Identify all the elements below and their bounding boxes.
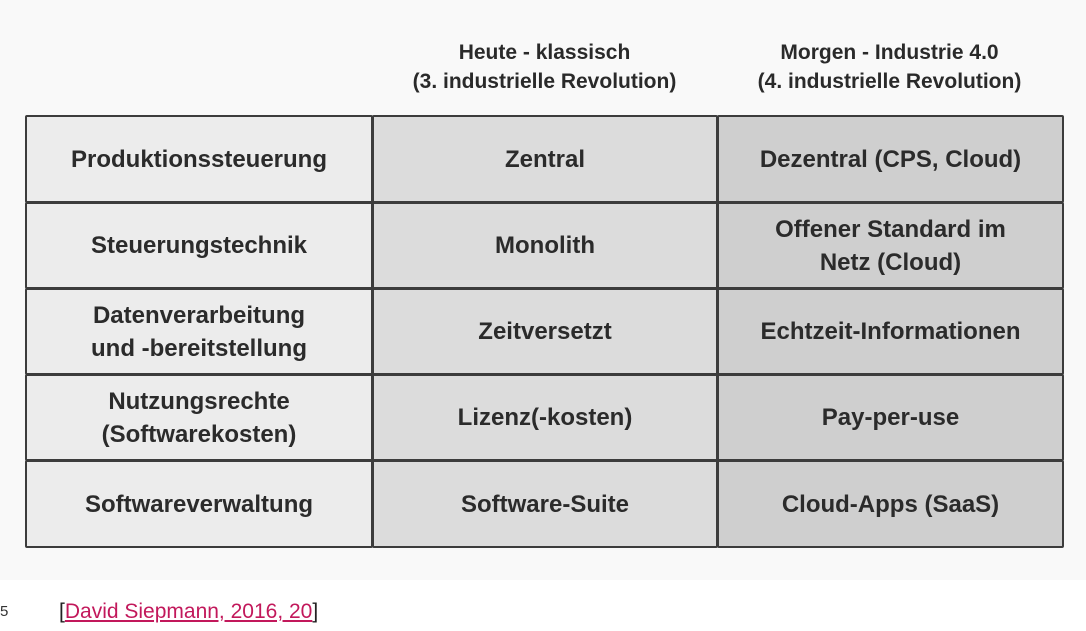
bracket-close: ] [312,600,319,623]
cell-text: Datenverarbeitung und -bereitstellung [91,301,307,362]
cell-text: Pay-per-use [821,404,960,431]
table-cell-morgen: Offener Standard im Netz (Cloud) [717,202,1064,289]
column-header-heute-line2: (3. industrielle Revolution) [412,70,677,93]
cell-text: Steuerungstechnik [90,232,308,259]
column-header-morgen: Morgen - Industrie 4.0 (4. industrielle … [717,38,1062,96]
citation: [David Siepmann, 2016, 20] [59,599,318,625]
table-cell-heute: Lizenz(-kosten) [372,374,718,461]
cell-text: Cloud-Apps (SaaS) [781,490,1000,518]
table-cell-heute: Zeitversetzt [372,288,718,375]
cell-text: Zeitversetzt [478,318,612,345]
cell-text: Offener Standard im Netz (Cloud) [775,215,1006,276]
column-header-morgen-line2: (4. industrielle Revolution) [757,70,1022,93]
cell-text: Lizenz(-kosten) [457,404,633,431]
table-cell-morgen: Cloud-Apps (SaaS) [717,460,1064,548]
column-header-heute-line1: Heute - klassisch [458,41,631,64]
comparison-figure: Heute - klassisch (3. industrielle Revol… [25,38,1064,548]
table-cell-aspect: Nutzungsrechte (Softwarekosten) [25,374,373,461]
citation-link[interactable]: David Siepmann, 2016, 20 [64,600,313,623]
comparison-table: Produktionssteuerung Zentral Dezentral (… [25,115,1064,548]
table-cell-heute: Monolith [372,202,718,289]
table-cell-morgen: Pay-per-use [717,374,1064,461]
cell-text: Software-Suite [460,490,630,518]
column-header-heute: Heute - klassisch (3. industrielle Revol… [372,38,717,96]
bracket-open: [ [59,600,65,623]
table-cell-aspect: Softwareverwaltung [25,460,373,548]
cell-text: Zentral [504,145,585,173]
table-cell-heute: Zentral [372,115,718,203]
table-cell-aspect: Datenverarbeitung und -bereitstellung [25,288,373,375]
cell-text: Echtzeit-Informationen [760,318,1021,345]
cell-text: Produktionssteuerung [70,145,328,173]
cell-text: Dezentral (CPS, Cloud) [759,145,1022,173]
table-cell-aspect: Steuerungstechnik [25,202,373,289]
line-number: 5 [0,603,9,620]
cell-text: Monolith [495,232,595,259]
table-cell-morgen: Echtzeit-Informationen [717,288,1064,375]
table-cell-heute: Software-Suite [372,460,718,548]
column-header-morgen-line1: Morgen - Industrie 4.0 [780,41,999,64]
table-cell-aspect: Produktionssteuerung [25,115,373,203]
cell-text: Softwareverwaltung [84,490,314,518]
cell-text: Nutzungsrechte (Softwarekosten) [101,387,297,448]
table-cell-morgen: Dezentral (CPS, Cloud) [717,115,1064,203]
